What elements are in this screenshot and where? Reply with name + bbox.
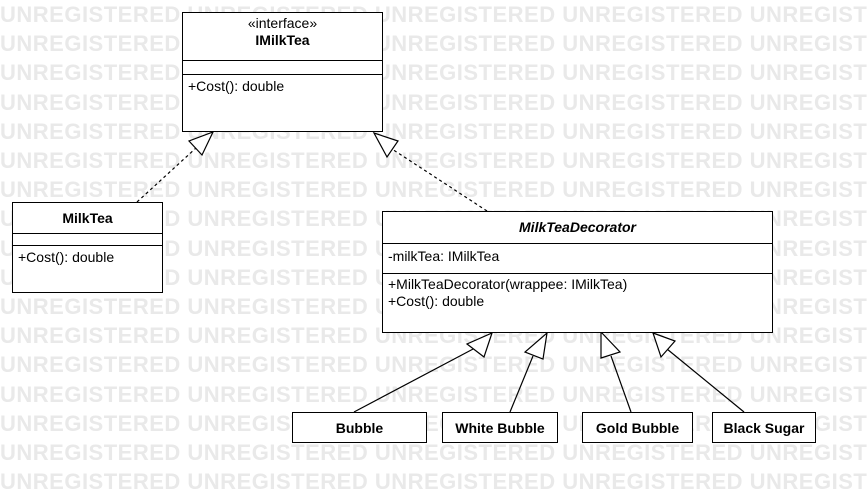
class-milkteadecorator[interactable]: MilkTeaDecorator -milkTea: IMilkTea +Mil… [382, 211, 773, 333]
class-imilktea[interactable]: «interface» IMilkTea +Cost(): double [182, 12, 383, 132]
class-name: Black Sugar [723, 419, 805, 436]
realization-arrowhead-milktea [187, 130, 215, 157]
realization-edge-decorator [391, 148, 488, 212]
class-milktea[interactable]: MilkTea +Cost(): double [12, 202, 163, 293]
watermark-row: UNREGISTERED UNREGISTERED UNREGISTERED U… [0, 118, 867, 144]
class-black-sugar[interactable]: Black Sugar [712, 412, 816, 443]
class-white-bubble[interactable]: White Bubble [442, 412, 558, 443]
watermark-row: UNREGISTERED UNREGISTERED UNREGISTERED U… [0, 469, 867, 492]
attributes-section [13, 233, 162, 245]
class-header: «interface» IMilkTea [183, 13, 382, 60]
generalization-edge-bubble [353, 347, 476, 413]
attribute: -milkTea: IMilkTea [388, 248, 500, 264]
attributes-section: -milkTea: IMilkTea [383, 243, 772, 273]
generalization-arrowhead-black-sugar [652, 332, 677, 359]
methods-section: +MilkTeaDecorator(wrappee: IMilkTea) +Co… [383, 273, 772, 310]
watermark-row: UNREGISTERED UNREGISTERED UNREGISTERED U… [0, 352, 867, 378]
class-name: White Bubble [455, 419, 545, 436]
watermark-row: UNREGISTERED UNREGISTERED UNREGISTERED U… [0, 2, 867, 27]
watermark-row: UNREGISTERED UNREGISTERED UNREGISTERED U… [0, 31, 867, 57]
generalization-edge-gold-bubble [610, 355, 632, 413]
class-name: MilkTeaDecorator [519, 219, 636, 235]
class-header: MilkTeaDecorator [383, 212, 772, 243]
watermark-row: UNREGISTERED UNREGISTERED UNREGISTERED U… [0, 60, 867, 86]
class-name: Bubble [335, 419, 384, 436]
watermark-row: UNREGISTERED UNREGISTERED UNREGISTERED U… [0, 440, 867, 465]
watermark-row: UNREGISTERED UNREGISTERED UNREGISTERED U… [0, 177, 867, 203]
attributes-section [183, 60, 382, 74]
method: +Cost(): double [188, 78, 285, 94]
class-name: MilkTea [62, 209, 113, 226]
methods-section: +Cost(): double [13, 245, 162, 266]
methods-section: +Cost(): double [183, 74, 382, 95]
generalization-arrowhead-white-bubble [523, 331, 548, 360]
method: +MilkTeaDecorator(wrappee: IMilkTea) [388, 276, 628, 292]
watermark-row: UNREGISTERED UNREGISTERED UNREGISTERED U… [0, 89, 867, 115]
class-name: Gold Bubble [595, 419, 680, 436]
stereotype-label: «interface» [247, 15, 318, 31]
generalization-arrowhead-gold-bubble [600, 330, 622, 359]
realization-arrowhead-decorator [372, 131, 399, 159]
generalization-edge-black-sugar [666, 348, 745, 413]
generalization-edge-white-bubble [509, 355, 534, 413]
method: +Cost(): double [18, 249, 115, 265]
realization-edge-milktea [136, 147, 197, 203]
watermark-row: UNREGISTERED UNREGISTERED UNREGISTERED U… [0, 148, 867, 173]
class-name: IMilkTea [255, 32, 310, 48]
method: +Cost(): double [388, 293, 485, 309]
class-gold-bubble[interactable]: Gold Bubble [582, 412, 693, 443]
generalization-arrowhead-bubble [465, 331, 493, 358]
class-header: MilkTea [13, 203, 162, 233]
class-bubble[interactable]: Bubble [292, 412, 427, 443]
